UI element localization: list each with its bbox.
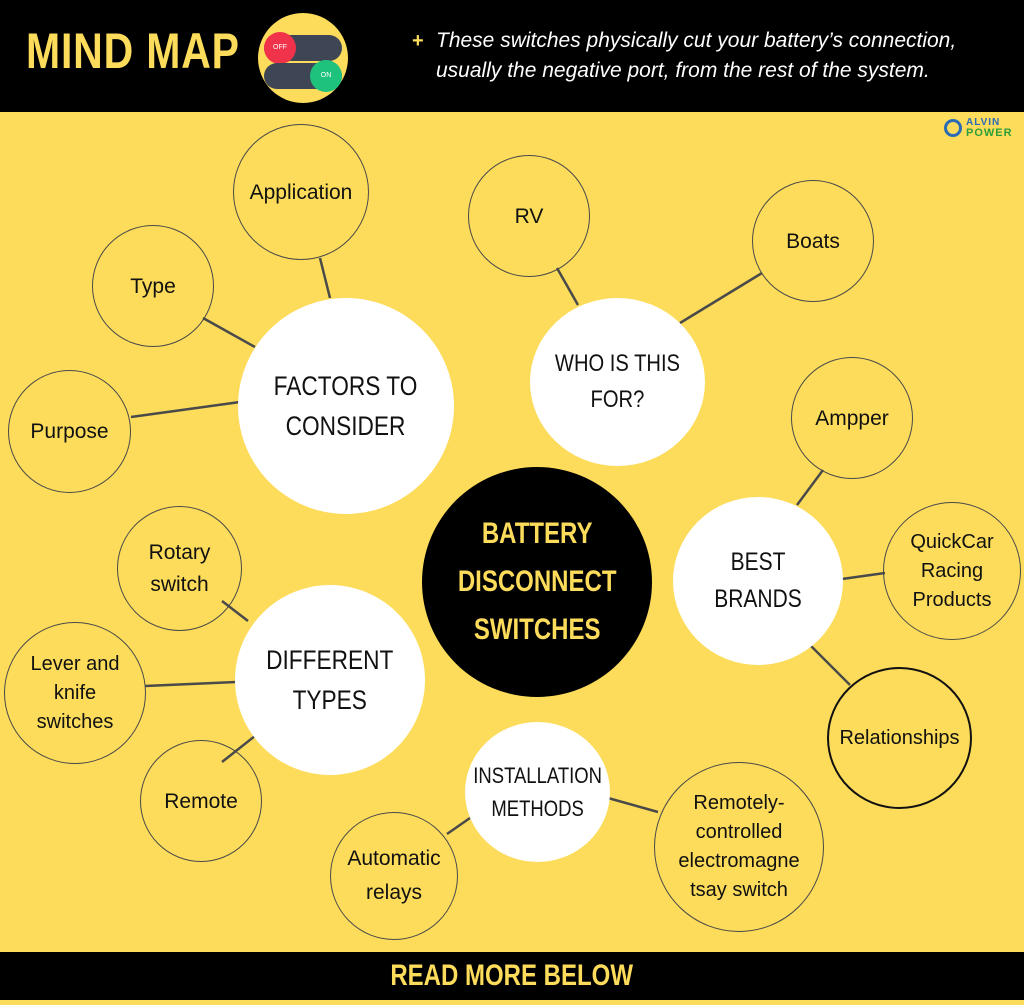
tagline-line-1: These switches physically cut your batte… [436, 29, 957, 52]
leaf-boats: Boats [752, 180, 874, 302]
leaf-application: Application [233, 124, 369, 260]
link-application [318, 257, 332, 299]
link-quickcar [841, 571, 886, 581]
page-title: MIND MAP [26, 23, 240, 79]
leaf-purpose: Purpose [8, 370, 131, 493]
hub-installation-methods: INSTALLATION METHODS [465, 722, 610, 862]
leaf-remotely-controlled-switch: Remotely- controlled electromagne tsay s… [654, 762, 824, 932]
leaf-rotary-switch: Rotary switch [117, 506, 242, 631]
tagline: + These switches physically cut your bat… [412, 26, 1012, 86]
hub-best-brands: BEST BRANDS [673, 497, 843, 665]
toggle-switch-icon: OFF ON [258, 13, 348, 103]
leaf-lever-and-knife-switches: Lever and knife switches [4, 622, 146, 764]
leaf-rv: RV [468, 155, 590, 277]
hub-types-label: DIFFERENT TYPES [266, 644, 394, 716]
footer-bar: READ MORE BELOW [0, 952, 1024, 1000]
leaf-remote: Remote [140, 740, 262, 862]
logo-text-bottom: POWER [966, 127, 1013, 139]
plug-icon [944, 119, 962, 137]
brand-logo: ALVIN POWER [944, 117, 1024, 143]
leaf-relationships: Relationships [827, 667, 972, 809]
toggle-on-knob: ON [310, 60, 342, 92]
link-relationships [809, 644, 851, 686]
hub-different-types: DIFFERENT TYPES [235, 585, 425, 775]
read-more-label: READ MORE BELOW [390, 959, 634, 992]
hub-factors-to-consider: FACTORS TO CONSIDER [238, 298, 454, 514]
leaf-ampper: Ampper [791, 357, 913, 479]
link-type [202, 316, 256, 349]
toggle-off-knob: OFF [264, 32, 296, 64]
link-lever [144, 680, 237, 688]
center-node: BATTERY DISCONNECT SWITCHES [422, 467, 652, 697]
link-ampper [795, 469, 825, 506]
tagline-line-2: usually the negative port, from the rest… [436, 59, 930, 82]
center-label: BATTERY DISCONNECT SWITCHES [457, 517, 617, 646]
logo-text-top: ALVIN [966, 117, 1001, 128]
hub-install-label: INSTALLATION METHODS [473, 763, 602, 821]
plus-icon: + [412, 30, 424, 52]
header-bar: MIND MAP OFF ON + These switches physica… [0, 0, 1024, 112]
hub-who-label: WHO IS THIS FOR? [554, 350, 681, 413]
link-boats [679, 271, 763, 325]
link-rv [555, 267, 580, 306]
hub-who-is-this-for: WHO IS THIS FOR? [530, 298, 705, 466]
link-purpose [130, 400, 241, 419]
link-automatic [446, 816, 471, 836]
leaf-automatic-relays: Automatic relays [330, 812, 458, 940]
hub-factors-label: FACTORS TO CONSIDER [274, 370, 418, 442]
hub-brands-label: BEST BRANDS [714, 547, 802, 614]
link-remotely [607, 796, 659, 814]
leaf-quickcar-racing-products: QuickCar Racing Products [883, 502, 1021, 640]
leaf-type: Type [92, 225, 214, 347]
